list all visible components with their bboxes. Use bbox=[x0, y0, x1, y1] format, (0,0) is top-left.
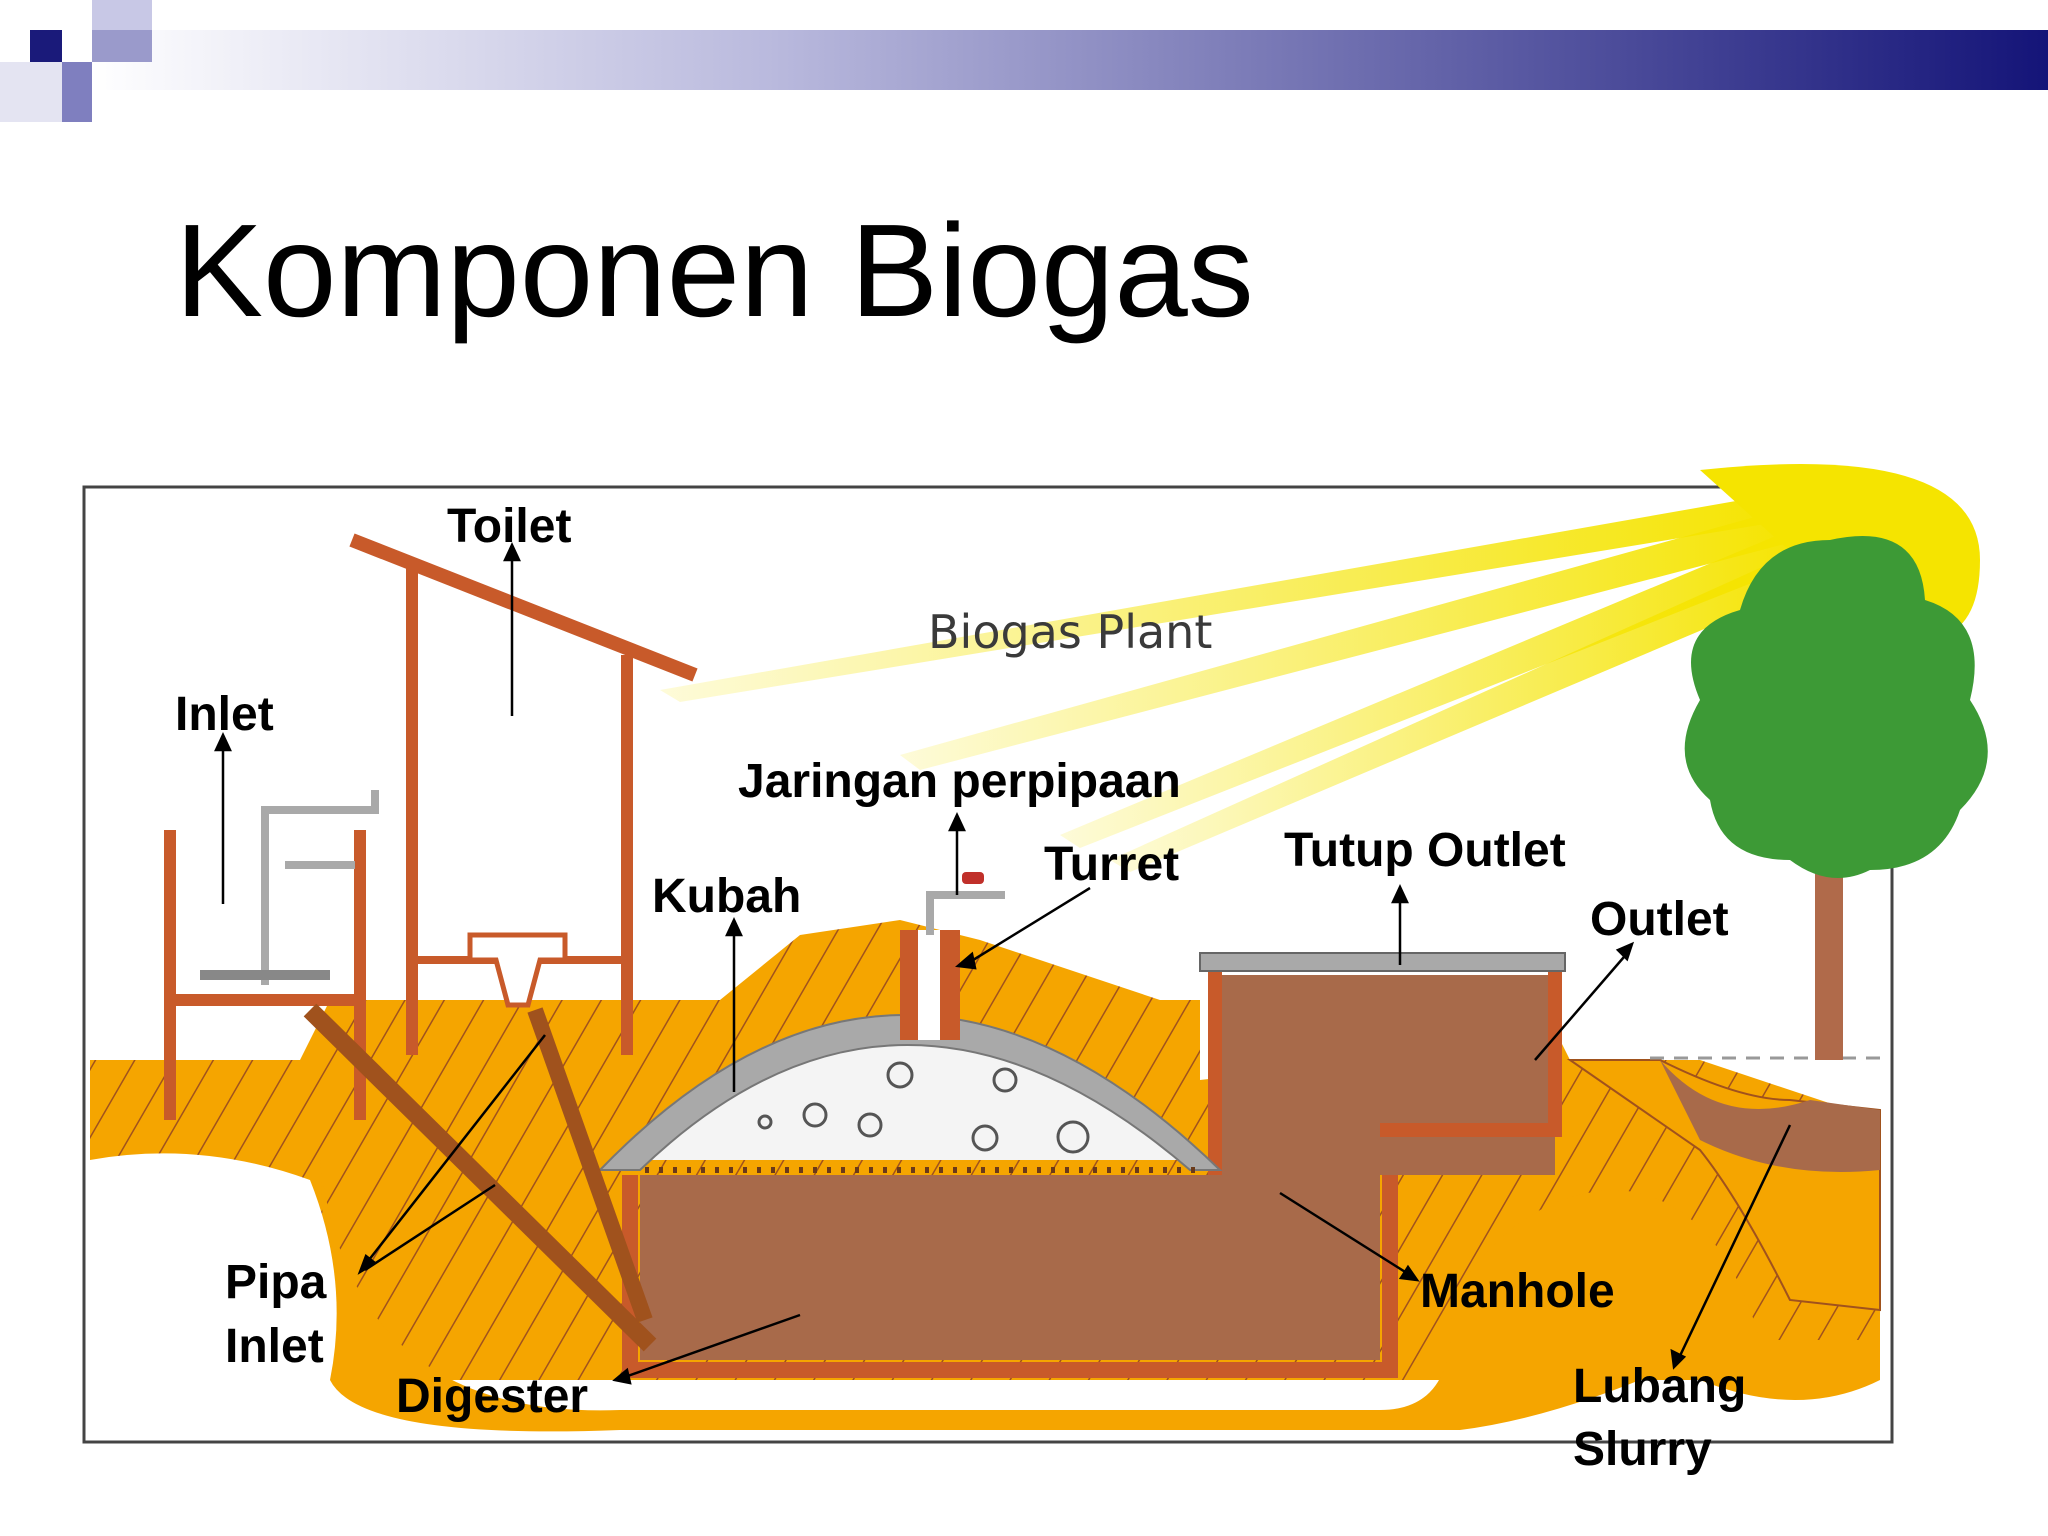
tree-foliage bbox=[1684, 536, 1988, 878]
gas-valve bbox=[962, 872, 984, 884]
header-square-mid bbox=[92, 0, 152, 30]
gas-bubbles bbox=[757, 1061, 1090, 1154]
label-digester: Digester bbox=[396, 1370, 588, 1423]
inlet-pipe bbox=[303, 1003, 657, 1352]
inlet-mixer bbox=[261, 790, 379, 985]
turret-gap bbox=[918, 930, 940, 1040]
outlet-wall bbox=[1208, 965, 1562, 1175]
label-tutup-outlet: Tutup Outlet bbox=[1284, 824, 1566, 877]
label-turret: Turret bbox=[1044, 838, 1179, 891]
gas-pipe bbox=[926, 891, 1005, 935]
header-square-light-2 bbox=[92, 30, 152, 62]
label-lubang-slurry-line-2: Slurry bbox=[1573, 1423, 1712, 1476]
label-outlet: Outlet bbox=[1590, 893, 1729, 946]
leader-lines bbox=[214, 542, 1792, 1385]
toilet-bowl bbox=[467, 932, 568, 1008]
label-pipa-inlet-line-2: Inlet bbox=[225, 1320, 324, 1373]
plant-title: Biogas Plant bbox=[928, 605, 1212, 659]
header-gradient-bar bbox=[90, 30, 2048, 90]
tree-trunk bbox=[1815, 850, 1843, 1060]
label-manhole: Manhole bbox=[1420, 1265, 1615, 1318]
label-toilet: Toilet bbox=[447, 500, 571, 553]
slurry-pit bbox=[1660, 1060, 1880, 1172]
label-pipa-inlet-line-1: Pipa bbox=[225, 1256, 327, 1309]
label-kubah: Kubah bbox=[652, 870, 801, 923]
header-square-mid-2 bbox=[62, 62, 92, 122]
slide-header-decoration bbox=[0, 0, 2048, 122]
slide-title: Komponen Biogas bbox=[175, 197, 1254, 344]
label-jaringan-perpipaan: Jaringan perpipaan bbox=[738, 755, 1181, 808]
label-inlet: Inlet bbox=[175, 688, 274, 741]
header-square-dark bbox=[30, 30, 62, 62]
label-lubang-slurry-line-1: Lubang bbox=[1573, 1360, 1746, 1413]
outlet-cover bbox=[1199, 952, 1566, 972]
ground-left-mound bbox=[90, 1153, 337, 1380]
digester-chamber bbox=[640, 1130, 1380, 1360]
dome-kubah bbox=[597, 1014, 1223, 1171]
header-square-light bbox=[0, 62, 62, 122]
outlet-chamber bbox=[1215, 975, 1555, 1175]
toilet-pipe bbox=[527, 1007, 653, 1323]
toilet-walls bbox=[406, 560, 633, 1055]
ground-underground bbox=[320, 1160, 1880, 1432]
